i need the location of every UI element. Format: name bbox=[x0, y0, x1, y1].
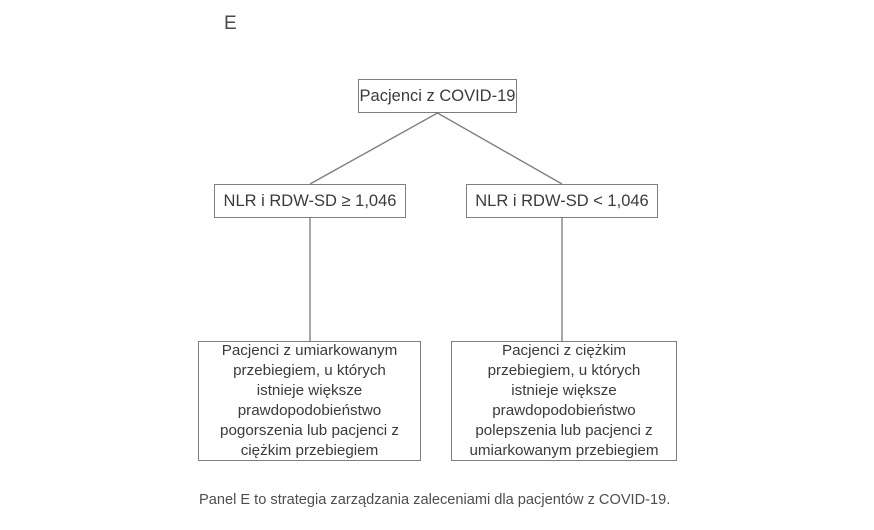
figure-caption: Panel E to strategia zarządzania zalecen… bbox=[199, 492, 671, 508]
flowchart-node-branch-low: NLR i RDW-SD < 1,046 bbox=[466, 184, 658, 218]
edge-root-to-branch-high bbox=[309, 112, 438, 185]
flowchart-node-branch-low-label: NLR i RDW-SD < 1,046 bbox=[475, 191, 649, 210]
flowchart-node-outcome-right-label: Pacjenci z ciężkim przebiegiem, u któryc… bbox=[469, 341, 659, 460]
flowchart-node-outcome-right: Pacjenci z ciężkim przebiegiem, u któryc… bbox=[451, 341, 677, 461]
flowchart-node-root: Pacjenci z COVID-19 bbox=[358, 79, 517, 113]
flowchart-node-outcome-left: Pacjenci z umiarkowanym przebiegiem, u k… bbox=[198, 341, 421, 461]
panel-letter: E bbox=[224, 13, 237, 34]
flowchart-node-branch-high-label: NLR i RDW-SD ≥ 1,046 bbox=[223, 191, 397, 210]
flowchart-node-outcome-left-label: Pacjenci z umiarkowanym przebiegiem, u k… bbox=[220, 341, 399, 460]
flowchart-node-branch-high: NLR i RDW-SD ≥ 1,046 bbox=[214, 184, 406, 218]
flowchart-node-root-label: Pacjenci z COVID-19 bbox=[359, 86, 516, 105]
edge-root-to-branch-low bbox=[437, 112, 563, 185]
